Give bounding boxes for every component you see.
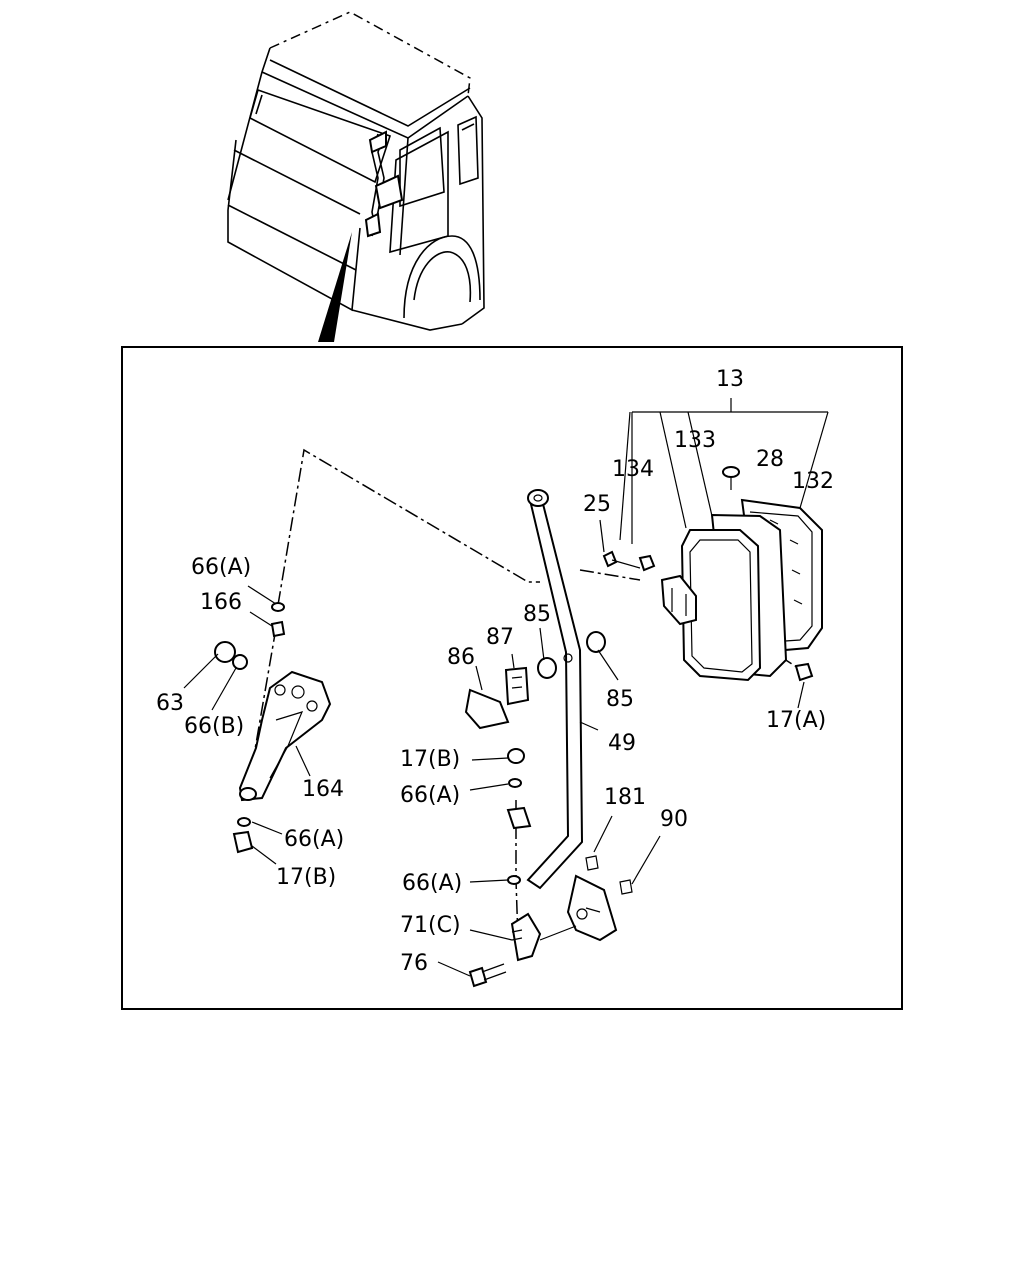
label-132: 132 xyxy=(792,469,834,494)
label-66a-1: 66(A) xyxy=(191,555,251,580)
label-134: 134 xyxy=(612,457,654,482)
label-66a-2: 66(A) xyxy=(400,783,460,808)
bracket-164 xyxy=(238,670,332,802)
label-90: 90 xyxy=(660,807,688,832)
label-17b-1: 17(B) xyxy=(400,747,460,772)
label-133: 133 xyxy=(674,428,716,453)
label-25: 25 xyxy=(583,492,611,517)
label-181: 181 xyxy=(604,785,646,810)
truck-cab-illustration xyxy=(227,11,485,342)
label-76: 76 xyxy=(400,951,428,976)
label-63: 63 xyxy=(156,691,184,716)
label-17b-2: 17(B) xyxy=(276,865,336,890)
label-85-bottom: 85 xyxy=(606,687,634,712)
label-17a: 17(A) xyxy=(766,708,826,733)
label-49: 49 xyxy=(608,731,636,756)
label-166: 166 xyxy=(200,590,242,615)
label-66b: 66(B) xyxy=(184,714,244,739)
label-28: 28 xyxy=(756,447,784,472)
leader-lines xyxy=(183,398,829,977)
label-71c: 71(C) xyxy=(400,913,461,938)
label-164: 164 xyxy=(302,777,344,802)
label-86: 86 xyxy=(447,645,475,670)
label-66a-3: 66(A) xyxy=(284,827,344,852)
mirror-stay xyxy=(506,489,584,890)
small-parts xyxy=(214,466,814,988)
label-85-top: 85 xyxy=(523,602,551,627)
detail-frame xyxy=(121,346,903,1010)
mirror-assembly xyxy=(660,498,823,682)
part-labels: 13 133 28 134 132 25 66(A) 166 85 87 86 … xyxy=(156,367,834,976)
label-13: 13 xyxy=(716,367,744,392)
label-87: 87 xyxy=(486,625,514,650)
label-66a-4: 66(A) xyxy=(402,871,462,896)
